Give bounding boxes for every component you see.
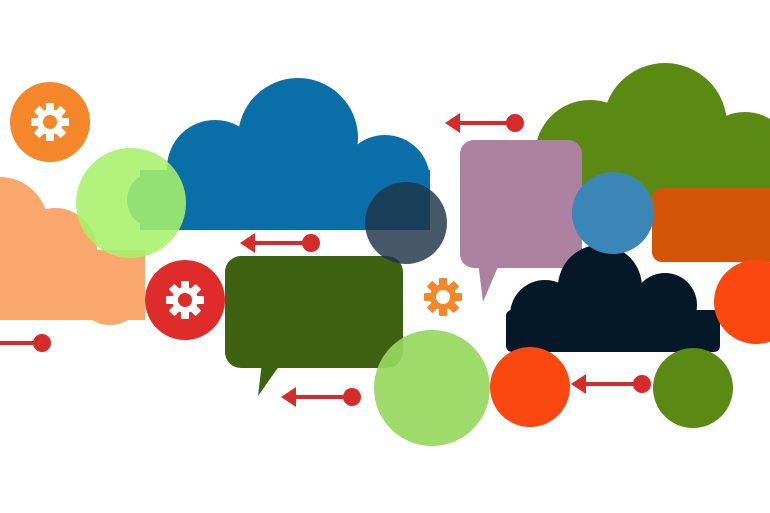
lime-circle	[76, 148, 186, 258]
gear-icon	[424, 278, 462, 316]
dark-green-speech-bubble	[225, 256, 403, 396]
light-green-circle	[374, 330, 490, 446]
orange-gear-badge	[10, 82, 90, 162]
arrow-left-icon	[281, 387, 361, 407]
arrow-left-icon	[445, 113, 524, 133]
red-orange-circle	[490, 347, 570, 427]
gear-icon	[166, 281, 204, 319]
arrow-left-icon	[571, 374, 651, 394]
gear-icon	[31, 103, 69, 141]
burnt-orange-speech-bubble	[652, 188, 770, 262]
arrow-left-icon	[0, 334, 51, 352]
peach-cloud-left	[0, 177, 145, 325]
mauve-speech-bubble	[460, 140, 582, 302]
olive-circle	[653, 348, 733, 428]
red-orange-circle-right-edge	[714, 260, 770, 344]
steel-blue-circle	[572, 172, 654, 254]
arrow-left-icon	[240, 233, 320, 253]
red-gear-badge	[145, 260, 225, 340]
navy-cloud-right	[506, 245, 720, 352]
slate-circle	[365, 182, 447, 264]
